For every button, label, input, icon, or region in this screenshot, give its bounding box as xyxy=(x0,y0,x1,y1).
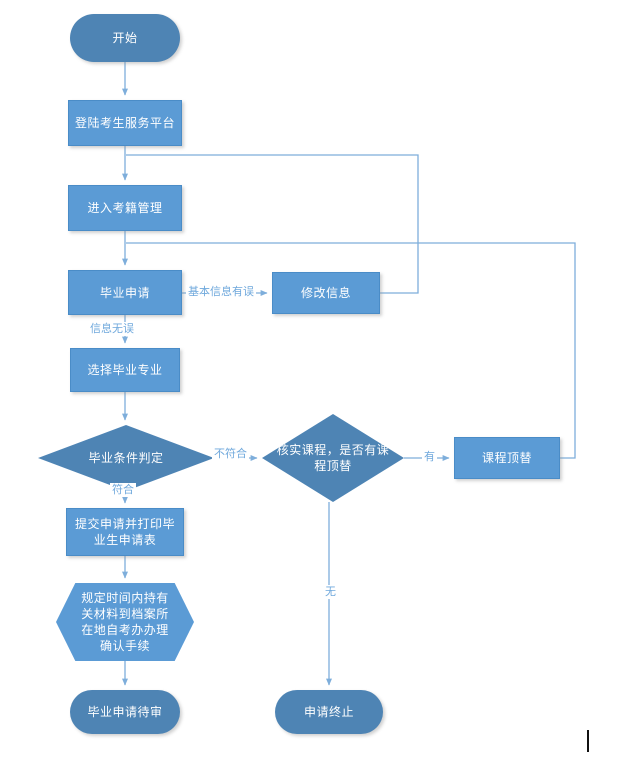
node-pending-review-label: 毕业申请待审 xyxy=(87,705,163,719)
node-condition-check-label: 毕业条件判定 xyxy=(88,451,164,465)
node-pending-review[interactable]: 毕业申请待审 xyxy=(70,690,180,734)
node-select-major[interactable]: 选择毕业专业 xyxy=(70,348,180,392)
edge-modify-return xyxy=(126,154,419,294)
edge-label-no-substitute: 无 xyxy=(323,585,338,599)
edge-label-info-error: 基本信息有误 xyxy=(186,285,256,299)
node-submit-print-label: 提交申请并打印毕 业生申请表 xyxy=(74,517,175,547)
node-application-terminated[interactable]: 申请终止 xyxy=(275,690,383,734)
edge-substitute-return xyxy=(126,242,576,459)
node-graduation-apply-label: 毕业申请 xyxy=(99,285,150,300)
node-modify-info[interactable]: 修改信息 xyxy=(272,272,380,314)
node-login-label: 登陆考生服务平台 xyxy=(74,116,175,130)
node-start[interactable]: 开始 xyxy=(70,14,180,62)
node-modify-info-label: 修改信息 xyxy=(300,286,351,300)
node-exam-status-label: 进入考籍管理 xyxy=(87,201,163,215)
edge-label-info-ok: 信息无误 xyxy=(88,322,136,336)
node-submit-print[interactable]: 提交申请并打印毕 业生申请表 xyxy=(66,508,184,556)
node-application-terminated-label: 申请终止 xyxy=(303,705,354,719)
node-confirm-procedure-label: 规定时间内持有 关材料到档案所 在地自考办办理 确认手续 xyxy=(81,591,169,653)
node-login[interactable]: 登陆考生服务平台 xyxy=(68,100,182,146)
text-cursor xyxy=(587,730,589,752)
node-graduation-apply[interactable]: 毕业申请 xyxy=(68,270,182,315)
node-confirm-procedure[interactable]: 规定时间内持有 关材料到档案所 在地自考办办理 确认手续 xyxy=(56,583,194,661)
node-start-label: 开始 xyxy=(112,31,138,45)
edge-label-has-substitute: 有 xyxy=(422,450,437,464)
edge-label-not-qualified: 不符合 xyxy=(212,447,249,461)
node-exam-status[interactable]: 进入考籍管理 xyxy=(68,185,182,231)
edge-label-qualified: 符合 xyxy=(110,483,136,497)
node-course-substitute-label: 课程顶替 xyxy=(481,451,532,465)
node-course-substitute[interactable]: 课程顶替 xyxy=(454,437,560,479)
node-select-major-label: 选择毕业专业 xyxy=(87,363,163,377)
node-verify-courses-label: 核实课程，是否有课 程顶替 xyxy=(276,443,390,473)
